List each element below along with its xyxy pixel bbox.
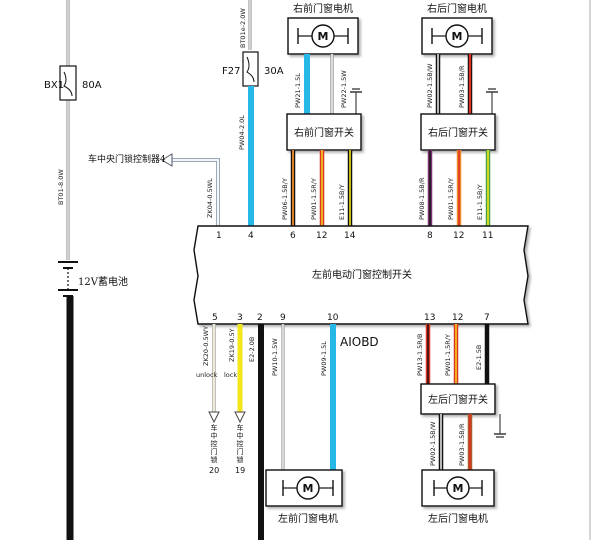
switch-lr-label: 左后门窗开关 — [428, 393, 488, 406]
pin-11: 11 — [482, 231, 493, 241]
wire-label-pw09: PW09-1.5L — [320, 341, 328, 376]
motor-rf-label: 右前门窗电机 — [293, 2, 353, 15]
wire-label-zk04: ZK04-0.5WL — [206, 178, 214, 218]
lock-controller-lock: 车中控门锁控制器 — [237, 424, 244, 464]
wire-label-e11-rr: E11-1.5B/Y — [476, 184, 484, 220]
pin-12-top-b: 12 — [453, 231, 464, 241]
motor-lf-label: 左前门窗电机 — [278, 512, 338, 525]
fuse-f27 — [242, 51, 259, 87]
lock-controller-unlock: 车中控门锁控制器 — [211, 424, 218, 464]
fuse-f27-rating: 30A — [264, 66, 284, 77]
wire-label-pw02-top: PW02-1.5B/W — [426, 63, 434, 108]
switch-rr-label: 右后门窗开关 — [428, 126, 488, 139]
wire-label-pw06: PW06-1.5B/Y — [281, 178, 289, 220]
wire-label-zk20: ZK20-0.5WY — [202, 326, 210, 366]
wire-label-pw01-rf: PW01-1.5R/Y — [310, 178, 318, 220]
unlock-label: unlock — [196, 371, 218, 379]
pin-1: 1 — [216, 231, 222, 241]
wire-label-e2: E2-2.0B — [248, 337, 256, 362]
motor-lf-m: M — [303, 482, 314, 495]
wire-label-pw10: PW10-1.5W — [271, 338, 279, 376]
lock-pin-20: 20 — [209, 466, 219, 475]
pin-14: 14 — [344, 231, 356, 241]
switch-rf-label: 右前门窗开关 — [294, 126, 354, 139]
motor-lf-symbol — [282, 476, 334, 500]
wire-label-pw04: PW04-2.0L — [238, 115, 246, 150]
lock-pin-19: 19 — [235, 466, 245, 475]
wire-label-bt01-80w: BT01-8.0W — [57, 169, 65, 205]
fuse-bx1 — [59, 65, 77, 101]
motor-lr-symbol — [433, 476, 483, 500]
pin-13: 13 — [424, 313, 435, 323]
wire-label-e21: E2-1.5B — [475, 345, 483, 370]
pin-4: 4 — [248, 231, 254, 241]
motor-lr-label: 左后门窗电机 — [428, 512, 488, 525]
central-lock-label: 车中央门锁控制器4 — [88, 153, 166, 165]
fuse-bx1-label: BX1 — [44, 80, 64, 91]
wire-label-pw03-top: PW03-1.5B/R — [458, 65, 466, 108]
main-switch-label: 左前电动门窗控制开关 — [312, 268, 412, 281]
motor-lr-m: M — [453, 482, 464, 495]
pin-7: 7 — [484, 313, 490, 323]
battery-symbol — [58, 261, 78, 297]
ground-lr — [494, 414, 506, 438]
wire-label-pw13: PW13-1.5R/B — [416, 334, 424, 376]
wire-label-pw01-rr: PW01-1.5R/Y — [447, 178, 455, 220]
watermark: AIOBD — [340, 335, 379, 349]
motor-rr-label: 右后门窗电机 — [427, 2, 487, 15]
fuse-bx1-rating: 80A — [82, 80, 102, 91]
wire-label-zk19: ZK19-0.5Y — [228, 328, 236, 362]
wire-label-pw02-bot: PW02-1.5B/W — [429, 421, 437, 466]
pin-5: 5 — [212, 313, 218, 323]
pin-12-bottom: 12 — [452, 313, 463, 323]
arrow-unlock — [208, 411, 220, 424]
wire-label-bt01e-20w: BT01e-2.0W — [239, 8, 247, 48]
main-switch-box — [193, 225, 529, 325]
wire-label-pw03-bot: PW03-1.5B/R — [458, 423, 466, 466]
pin-9: 9 — [280, 313, 286, 323]
lock-label: lock — [224, 371, 237, 379]
wire-label-e11-rf: E11-1.5B/Y — [338, 184, 346, 220]
pin-3: 3 — [237, 313, 243, 323]
switch-lr-box — [420, 383, 496, 415]
pin-6: 6 — [290, 231, 296, 241]
motor-rf-m: M — [318, 30, 329, 43]
wire-label-pw01-lr: PW01-1.5R/Y — [444, 334, 452, 376]
central-lock-hollow-wire — [161, 153, 220, 226]
arrow-lock — [234, 411, 246, 424]
battery-label: 12V蓄电池 — [78, 275, 128, 288]
ground-rf — [350, 88, 362, 114]
fuse-f27-label: F27 — [222, 66, 240, 77]
pin-2: 2 — [257, 313, 263, 323]
wire-label-pw21: PW21-1.5L — [294, 73, 302, 108]
wire-label-pw08: PW08-1.5B/R — [418, 177, 426, 220]
motor-rf-symbol — [297, 24, 349, 48]
pin-12-top-a: 12 — [316, 231, 327, 241]
ground-rr — [486, 88, 498, 114]
pin-10: 10 — [327, 313, 339, 323]
pin-8: 8 — [427, 231, 433, 241]
switch-rf-box — [286, 113, 362, 151]
motor-rr-symbol — [431, 24, 483, 48]
switch-rr-box — [420, 113, 496, 151]
wire-label-pw22: PW22-1.5W — [340, 70, 348, 108]
motor-rr-m: M — [452, 30, 463, 43]
